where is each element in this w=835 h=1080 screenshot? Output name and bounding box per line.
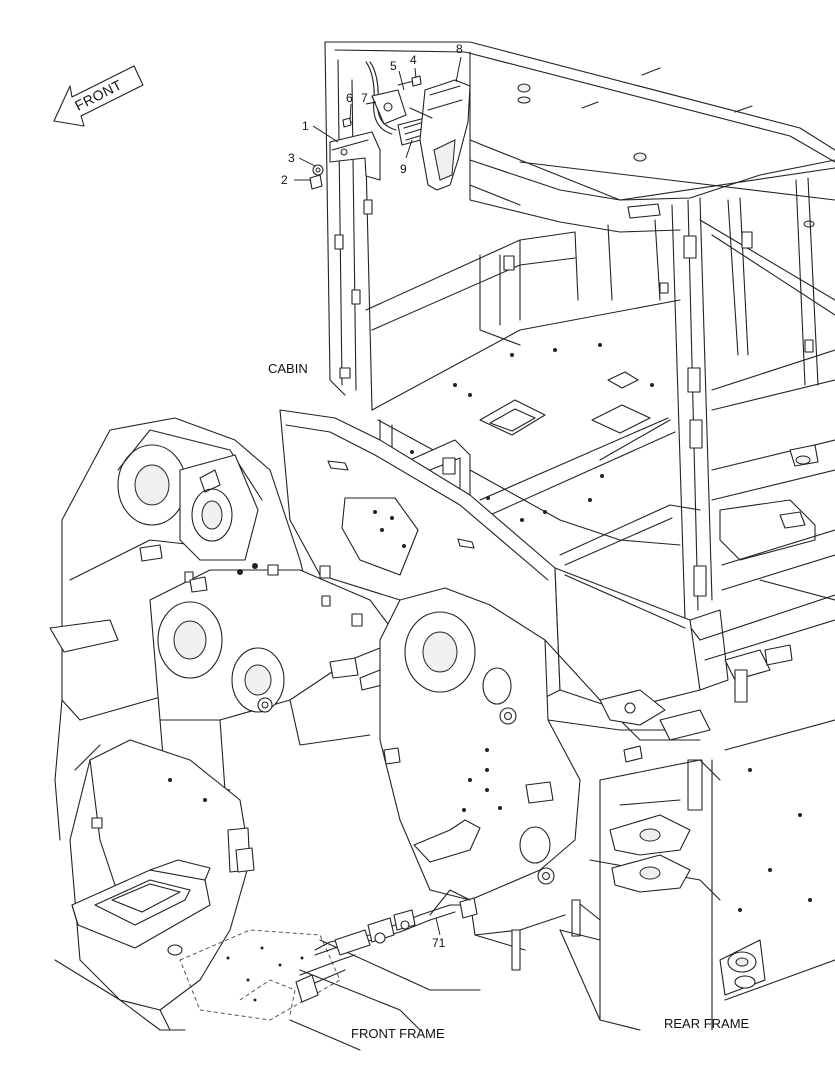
loader-arm-assembly <box>49 417 793 951</box>
rear-frame <box>559 719 835 1031</box>
cabin-label: CABIN <box>268 361 308 376</box>
front-frame-label: FRONT FRAME <box>351 1026 445 1041</box>
front-direction-arrow: FRONT <box>53 65 144 127</box>
callout-2: 2 <box>281 173 288 187</box>
callout-5: 5 <box>390 59 397 73</box>
callout-9: 9 <box>400 162 407 176</box>
callout-6: 6 <box>346 91 353 105</box>
mirror-bracket-assembly <box>309 61 471 191</box>
callout-7: 7 <box>361 91 368 105</box>
callout-1: 1 <box>302 119 309 133</box>
callout-leaders <box>294 56 462 936</box>
wire-harness-71 <box>295 889 478 1003</box>
callout-4: 4 <box>410 53 417 67</box>
cabin-structure <box>279 41 835 711</box>
callout-3: 3 <box>288 151 295 165</box>
front-frame-lower <box>54 739 601 1051</box>
rear-frame-label: REAR FRAME <box>664 1016 750 1031</box>
callout-8: 8 <box>456 42 463 56</box>
callout-71: 71 <box>432 936 446 950</box>
